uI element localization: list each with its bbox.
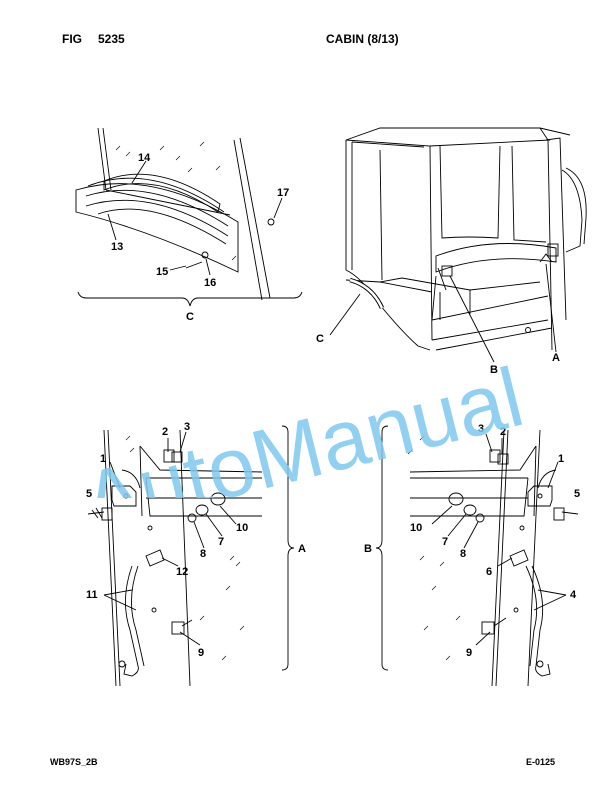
- callout-10-left: 10: [236, 522, 248, 534]
- callout-2-right: 2: [500, 426, 506, 438]
- callout-17: 17: [277, 187, 289, 199]
- callout-c: C: [316, 333, 324, 345]
- callout-10-right: 10: [410, 522, 422, 534]
- callout-b: B: [490, 364, 498, 376]
- group-label-c-left: C: [186, 311, 194, 323]
- callout-4-right: 4: [570, 589, 577, 601]
- callout-16: 16: [204, 277, 216, 289]
- page-number: E-0125: [526, 757, 556, 767]
- callout-7-left: 7: [218, 536, 224, 548]
- callout-a: A: [552, 352, 560, 364]
- watermark-text: AutoManual: [74, 349, 532, 498]
- page-title: CABIN (8/13): [326, 32, 399, 46]
- callout-7-right: 7: [442, 536, 448, 548]
- callout-11-left: 11: [86, 589, 98, 601]
- callout-13: 13: [111, 241, 123, 253]
- callout-6-right: 6: [486, 566, 492, 578]
- callout-12-left: 12: [176, 566, 188, 578]
- callout-3-right: 3: [478, 423, 484, 435]
- callout-15: 15: [156, 266, 168, 278]
- group-label-a: A: [298, 543, 306, 555]
- watermark: AutoManual: [74, 349, 532, 498]
- group-label-b: B: [364, 543, 372, 555]
- callout-8-left: 8: [200, 548, 206, 560]
- model-code: WB97S_2B: [50, 757, 98, 767]
- callout-1-right: 1: [558, 453, 564, 465]
- callout-9-left: 9: [198, 647, 204, 659]
- callout-14: 14: [138, 152, 151, 164]
- callout-5-right: 5: [574, 488, 580, 500]
- fig-number: 5235: [98, 32, 125, 46]
- callout-8-right: 8: [460, 548, 466, 560]
- callout-2-left: 2: [162, 426, 168, 438]
- callout-3-left: 3: [184, 421, 190, 433]
- fig-label: FIG: [62, 32, 82, 46]
- callout-1-left: 1: [100, 453, 106, 465]
- callout-5-left: 5: [86, 488, 92, 500]
- callout-9-right: 9: [466, 647, 472, 659]
- drawing-lines: [75, 127, 587, 687]
